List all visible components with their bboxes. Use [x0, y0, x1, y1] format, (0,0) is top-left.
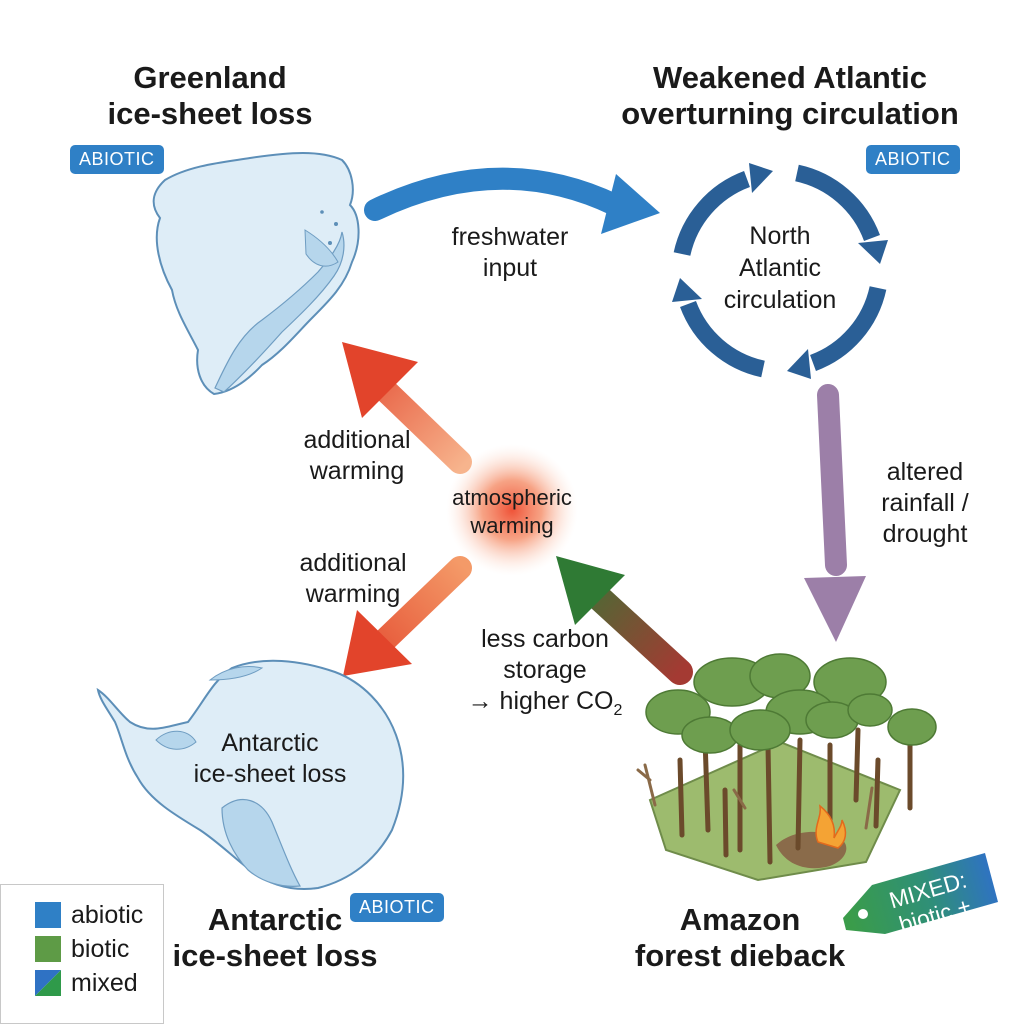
additional-warming-label-lower: additional warming [299, 549, 407, 608]
antarctica-map-icon [96, 659, 405, 890]
rainfall-label: altered rainfall / drought [881, 458, 969, 548]
freshwater-label: freshwater input [451, 223, 569, 282]
additional-warming-label-upper: additional warming [303, 426, 411, 485]
legend-item-abiotic: abiotic [35, 901, 143, 929]
greenland-title: Greenland ice-sheet loss [107, 60, 313, 131]
amoc-badge: ABIOTIC [866, 145, 960, 174]
mixed-swatch [35, 970, 61, 996]
circulation-label: North Atlantic circulation [723, 222, 837, 314]
greenland-badge: ABIOTIC [70, 145, 164, 174]
amoc-title: Weakened Atlantic overturning circulatio… [621, 60, 959, 131]
amazon-forest-icon [636, 653, 937, 882]
carbon-arrow [556, 556, 693, 685]
antarctic-inset-label: Antarctic ice-sheet loss [193, 729, 347, 788]
amazon-title: Amazon forest dieback [634, 902, 846, 973]
atmospheric-warming-glow [446, 444, 578, 576]
atmospheric-warming-label: atmospheric warming [452, 485, 572, 538]
tag-hole-icon [858, 909, 868, 919]
antarctic-title: Antarctic ice-sheet loss [172, 902, 378, 973]
abiotic-swatch [35, 902, 61, 928]
warming-to-greenland-arrow [342, 342, 472, 474]
greenland-map-icon [152, 152, 360, 396]
mixed-tag [843, 853, 998, 934]
antarctic-badge: ABIOTIC [350, 893, 444, 922]
legend-item-mixed: mixed [35, 969, 138, 997]
circulation-cycle-icon [672, 163, 888, 379]
carbon-label: less carbon storage → higher CO2 [467, 625, 623, 719]
legend: abiotic biotic mixed [0, 884, 164, 1024]
biotic-swatch [35, 936, 61, 962]
rainfall-arrow [804, 384, 866, 642]
warming-to-antarctic-arrow [343, 556, 472, 676]
legend-item-biotic: biotic [35, 935, 129, 963]
freshwater-arrow [364, 167, 660, 234]
